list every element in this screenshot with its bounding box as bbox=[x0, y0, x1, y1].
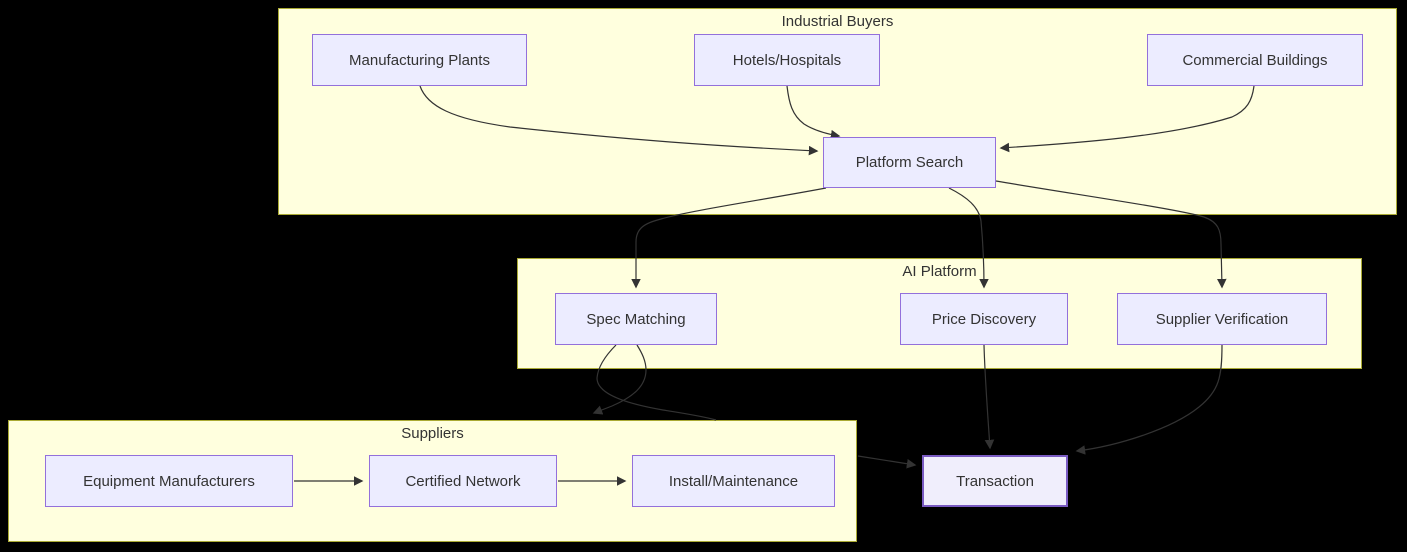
node-label: Install/Maintenance bbox=[668, 472, 799, 490]
edge-suppliers-to-transaction bbox=[857, 455, 917, 469]
node-install-maintenance: Install/Maintenance bbox=[632, 455, 835, 507]
node-label: Platform Search bbox=[855, 154, 964, 171]
node-label: Spec Matching bbox=[586, 310, 686, 328]
node-label: Price Discovery bbox=[931, 310, 1037, 328]
node-spec-matching: Spec Matching bbox=[555, 293, 717, 345]
group-label-suppliers: Suppliers bbox=[401, 425, 464, 442]
node-label: Transaction bbox=[956, 472, 1034, 490]
node-label: Equipment Manufacturers bbox=[83, 472, 255, 490]
node-platform-search: Platform Search bbox=[823, 137, 996, 188]
node-label: Supplier Verification bbox=[1155, 310, 1289, 328]
node-certified-network: Certified Network bbox=[369, 455, 557, 507]
group-label-ai-platform: AI Platform bbox=[902, 263, 977, 280]
node-transaction: Transaction bbox=[922, 455, 1068, 507]
group-label-industrial-buyers: Industrial Buyers bbox=[781, 13, 894, 30]
node-label: Hotels/Hospitals bbox=[732, 51, 842, 69]
node-commercial-buildings: Commercial Buildings bbox=[1147, 34, 1363, 86]
node-label: Commercial Buildings bbox=[1182, 51, 1328, 69]
node-equipment-manufacturers: Equipment Manufacturers bbox=[45, 455, 293, 507]
node-manufacturing-plants: Manufacturing Plants bbox=[312, 34, 527, 86]
node-supplier-verification: Supplier Verification bbox=[1117, 293, 1327, 345]
node-price-discovery: Price Discovery bbox=[900, 293, 1068, 345]
node-label: Manufacturing Plants bbox=[349, 51, 490, 69]
node-label: Certified Network bbox=[405, 472, 521, 490]
node-hotels-hospitals: Hotels/Hospitals bbox=[694, 34, 880, 86]
